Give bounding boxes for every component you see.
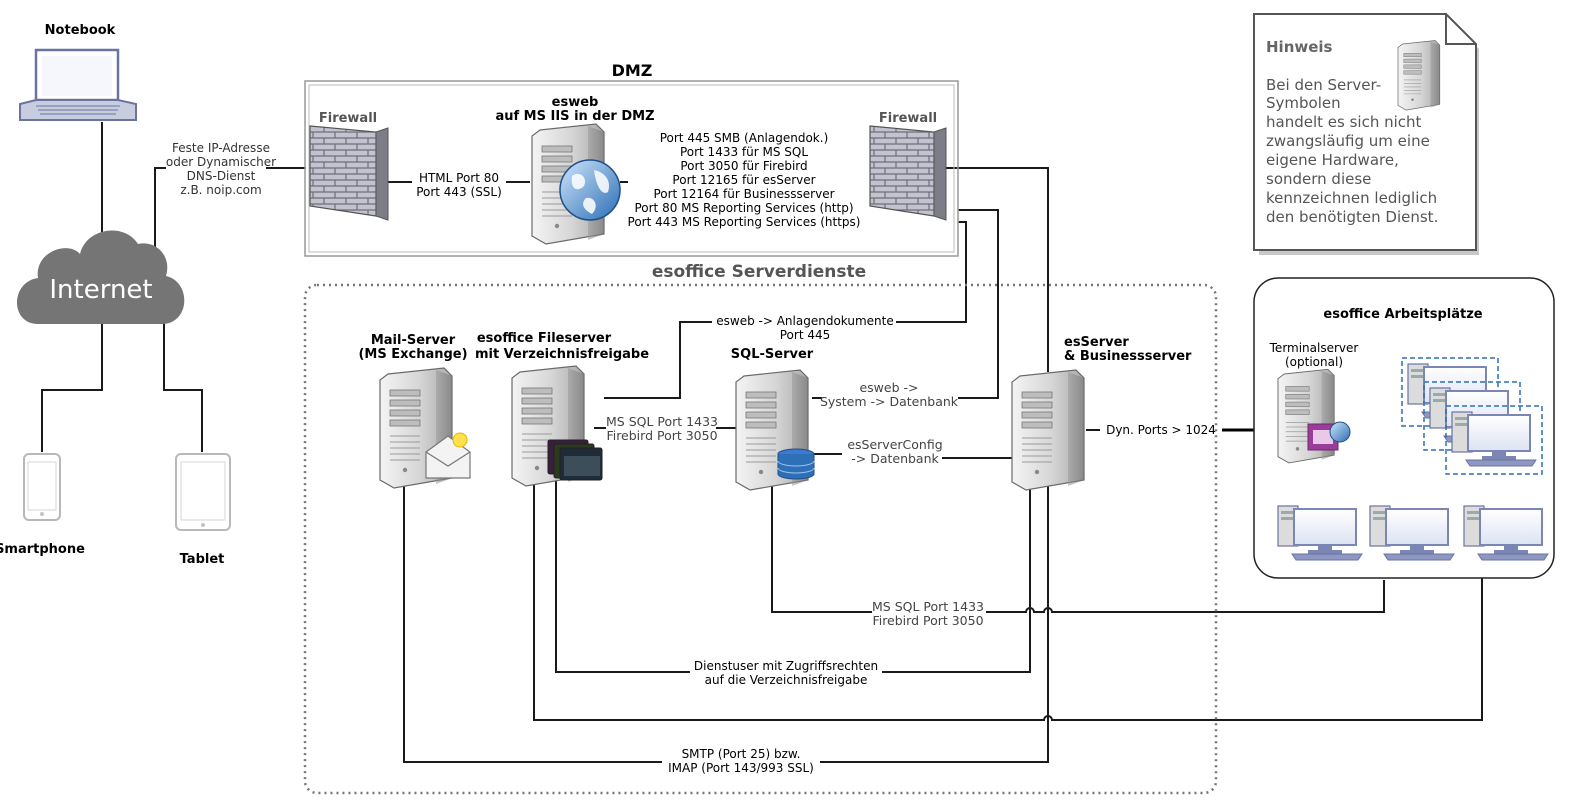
smartphone-icon [23,453,61,521]
sql-server-title: SQL-Server [731,347,814,362]
link-config-db-label: esServerConfig -> Datenbank [847,437,942,466]
esweb-title: esweb auf MS IIS in der DMZ [495,95,654,124]
svg-text:sondern diese: sondern diese [1266,170,1371,188]
svg-text:Bei den Server-: Bei den Server- [1266,76,1381,94]
notebook-label: Notebook [45,23,116,38]
firewall-right-icon [869,125,947,221]
svg-text:eigene Hardware,: eigene Hardware, [1266,151,1399,169]
tablet-icon [175,453,231,531]
svg-text:esServer: esServer [1064,335,1129,350]
svg-text:kennzeichnen lediglich: kennzeichnen lediglich [1266,189,1437,207]
firewall-left-icon [309,125,389,221]
mail-envelope-icon [425,432,471,479]
link-esweb-db-label: esweb -> System -> Datenbank [820,380,959,409]
svg-text:System -> Datenbank: System -> Datenbank [820,394,959,409]
svg-text:Port 445: Port 445 [780,328,831,342]
svg-text:Terminalserver: Terminalserver [1269,341,1359,355]
link-sql-clients-label: MS SQL Port 1433 Firebird Port 3050 [872,599,984,628]
note-text: Bei den Server- Symbolen handelt es sich… [1266,76,1438,226]
svg-text:(MS Exchange): (MS Exchange) [358,347,467,362]
svg-text:MS SQL Port 1433: MS SQL Port 1433 [606,414,718,429]
svg-text:Port 443 (SSL): Port 443 (SSL) [416,185,502,199]
tablet-label: Tablet [180,552,225,567]
svg-text:den benötigten Dienst.: den benötigten Dienst. [1266,208,1438,226]
svg-text:Port 12165 für esServer: Port 12165 für esServer [672,173,815,187]
svg-text:esweb: esweb [552,95,599,110]
es-server-title: esServer & Businessserver [1064,335,1192,364]
svg-text:esweb -> Anlagendokumente: esweb -> Anlagendokumente [716,314,893,328]
svg-text:MS SQL Port 1433: MS SQL Port 1433 [872,599,984,614]
svg-text:HTML Port 80: HTML Port 80 [419,171,499,185]
dmz-port-list: Port 445 SMB (Anlagendok.) Port 1433 für… [628,131,861,229]
services-title: esoffice Serverdienste [652,262,866,282]
notebook-icon [19,48,137,121]
svg-text:(optional): (optional) [1285,355,1343,369]
internet-cloud: Internet [17,230,185,324]
svg-text:Symbolen: Symbolen [1266,94,1341,112]
link-sql-file-label: MS SQL Port 1433 Firebird Port 3050 [606,414,718,443]
svg-text:esweb ->: esweb -> [859,380,918,395]
svg-text:Port 445 SMB (Anlagendok.): Port 445 SMB (Anlagendok.) [660,131,829,145]
svg-text:Port 80 MS Reporting Services: Port 80 MS Reporting Services (http) [634,201,853,215]
svg-text:Firebird Port 3050: Firebird Port 3050 [606,428,717,443]
svg-text:Port 3050 für Firebird: Port 3050 für Firebird [680,159,807,173]
globe-icon [559,159,621,221]
database-icon [777,448,815,480]
svg-text:Mail-Server: Mail-Server [371,333,456,348]
internet-label: Internet [49,275,152,305]
svg-text:handelt es sich nicht: handelt es sich nicht [1266,113,1422,131]
svg-text:Firebird Port 3050: Firebird Port 3050 [872,613,983,628]
link-dienstuser-label: Dienstuser mit Zugriffsrechten auf die V… [694,659,878,687]
svg-text:mit Verzeichnisfreigabe: mit Verzeichnisfreigabe [475,347,649,362]
note-server-icon [1397,40,1441,111]
svg-text:SMTP (Port 25) bzw.: SMTP (Port 25) bzw. [682,747,801,761]
internet-link-label: Feste IP-Adresse oder Dynamischer DNS-Di… [166,141,276,197]
file-server-title: esoffice Fileserver mit Verzeichnisfreig… [475,331,649,362]
svg-text:Port 1433 für MS SQL: Port 1433 für MS SQL [680,145,808,159]
svg-text:& Businessserver: & Businessserver [1064,349,1192,364]
virtual-desktops [1401,357,1543,475]
svg-text:auf die Verzeichnisfreigabe: auf die Verzeichnisfreigabe [705,673,868,687]
dmz-title: DMZ [612,61,653,80]
svg-text:Port 443 MS Reporting Services: Port 443 MS Reporting Services (https) [628,215,861,229]
svg-text:Feste IP-Adresse: Feste IP-Adresse [172,141,270,155]
link-mail-label: SMTP (Port 25) bzw. IMAP (Port 143/993 S… [668,747,814,775]
workstations-box [1253,277,1555,579]
svg-text:esServerConfig: esServerConfig [847,437,942,452]
http-ports-label: HTML Port 80 Port 443 (SSL) [416,171,502,199]
terminal-server-title: Terminalserver (optional) [1269,341,1359,369]
terminal-app-icon [1307,421,1351,451]
smartphone-label: Smartphone [0,542,85,557]
connection-lines [41,122,1483,763]
folders-icon [547,439,603,481]
svg-text:IMAP (Port 143/993 SSL): IMAP (Port 143/993 SSL) [668,761,814,775]
services-zone [303,283,1218,795]
es-server-icon [1011,369,1085,491]
svg-text:Port 12164 für Businessserver: Port 12164 für Businessserver [653,187,834,201]
note-title: Hinweis [1266,38,1333,56]
link-dyn-ports-label: Dyn. Ports > 1024 [1106,423,1216,437]
firewall-right-label: Firewall [879,111,937,126]
svg-text:esoffice Fileserver: esoffice Fileserver [477,331,612,346]
link-anlagendok-label: esweb -> Anlagendokumente Port 445 [716,314,893,342]
svg-text:-> Datenbank: -> Datenbank [851,451,939,466]
svg-text:zwangsläufig um eine: zwangsläufig um eine [1266,132,1430,150]
svg-text:oder Dynamischer: oder Dynamischer [166,155,276,169]
mail-server-title: Mail-Server (MS Exchange) [358,333,467,362]
svg-text:z.B. noip.com: z.B. noip.com [180,183,261,197]
firewall-left-label: Firewall [319,111,377,126]
workstations-title: esoffice Arbeitsplätze [1323,307,1482,322]
svg-text:auf MS IIS in der DMZ: auf MS IIS in der DMZ [495,109,654,124]
svg-text:Dienstuser mit Zugriffsrechten: Dienstuser mit Zugriffsrechten [694,659,878,673]
svg-text:DNS-Dienst: DNS-Dienst [187,169,256,183]
dmz-zone [304,80,959,257]
